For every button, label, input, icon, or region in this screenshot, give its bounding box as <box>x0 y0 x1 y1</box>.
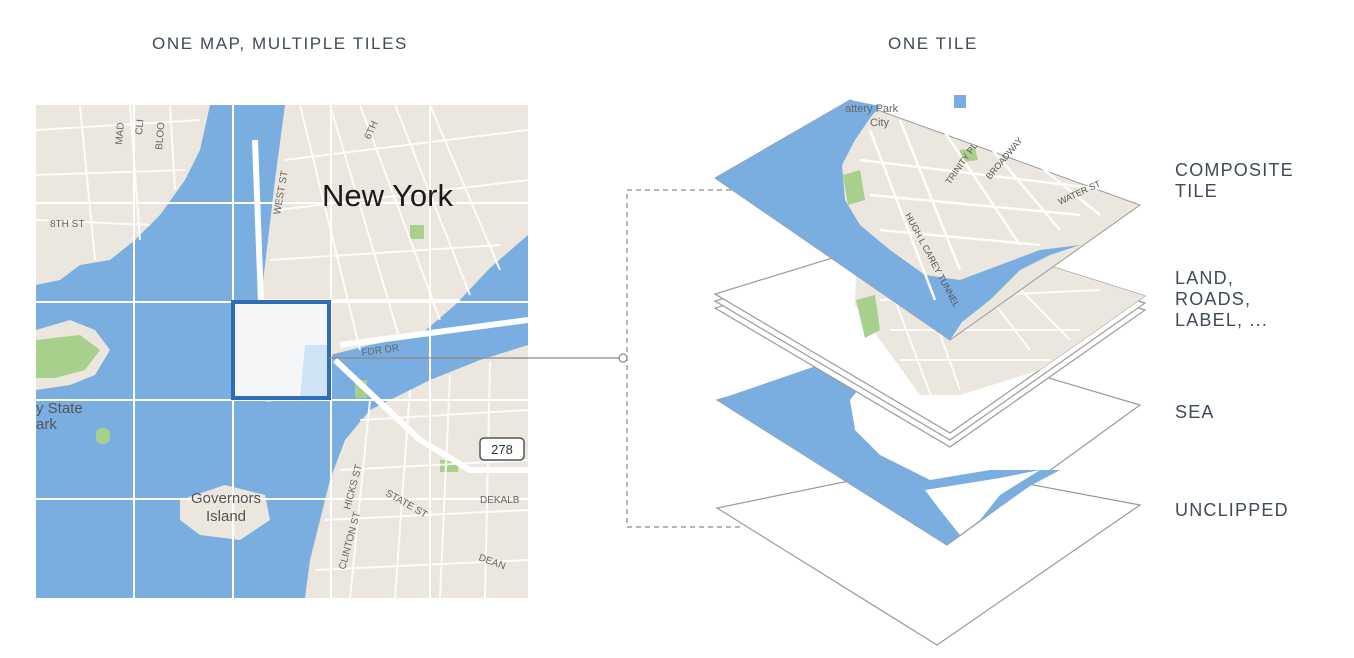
tile-park-label-line: City <box>870 117 889 129</box>
layer-label-line: ROADS, <box>1175 289 1252 309</box>
layer-label-line: SEA <box>1175 402 1215 422</box>
map-land-newjersey <box>36 105 210 285</box>
street-label: FDR DR <box>361 343 400 359</box>
layer-label-unclipped: UNCLIPPED <box>1175 500 1289 521</box>
island-label-line: Governors <box>191 490 261 507</box>
street-label: CLI <box>134 119 146 135</box>
highway-shield-number: 278 <box>491 442 513 457</box>
layer-label-line: UNCLIPPED <box>1175 500 1289 520</box>
street-label: MAD <box>114 122 127 145</box>
layer-label-line: TILE <box>1175 181 1218 201</box>
layer-label-line: LAND, <box>1175 268 1235 288</box>
island-label-line: Island <box>206 508 246 525</box>
map-park <box>96 428 110 444</box>
map-park <box>410 225 424 239</box>
layer-label-line: COMPOSITE <box>1175 160 1294 180</box>
tile-connector <box>329 189 740 528</box>
layer-label-sea: SEA <box>1175 402 1215 423</box>
layer-label-line: LABEL, ... <box>1175 310 1269 330</box>
street-label: BLOO <box>154 121 167 150</box>
map-park <box>36 335 100 378</box>
highway-shield: 278 <box>479 437 525 461</box>
street-label: 8TH ST <box>50 219 84 230</box>
layer-label-composite: COMPOSITE TILE <box>1175 160 1294 202</box>
street-label: DEKALB <box>480 495 520 506</box>
layer-unclipped <box>715 464 1142 646</box>
highlighted-tile-water <box>300 345 329 398</box>
map-land-brooklyn <box>305 345 528 598</box>
park-label-line: y State <box>36 400 83 417</box>
park-label-line: ark <box>36 416 57 433</box>
map-heading: ONE MAP, MULTIPLE TILES <box>152 34 408 53</box>
highlighted-tile-border <box>231 300 331 400</box>
tile-park-label-line: attery Park <box>845 103 899 115</box>
layer-sea <box>715 341 1142 546</box>
tile-heading: ONE TILE <box>888 34 978 53</box>
city-label: New York <box>322 178 453 213</box>
layer-label-land: LAND, ROADS, LABEL, ... <box>1175 268 1268 331</box>
map-panel: New York Governors Island y State ark 27… <box>36 105 528 598</box>
